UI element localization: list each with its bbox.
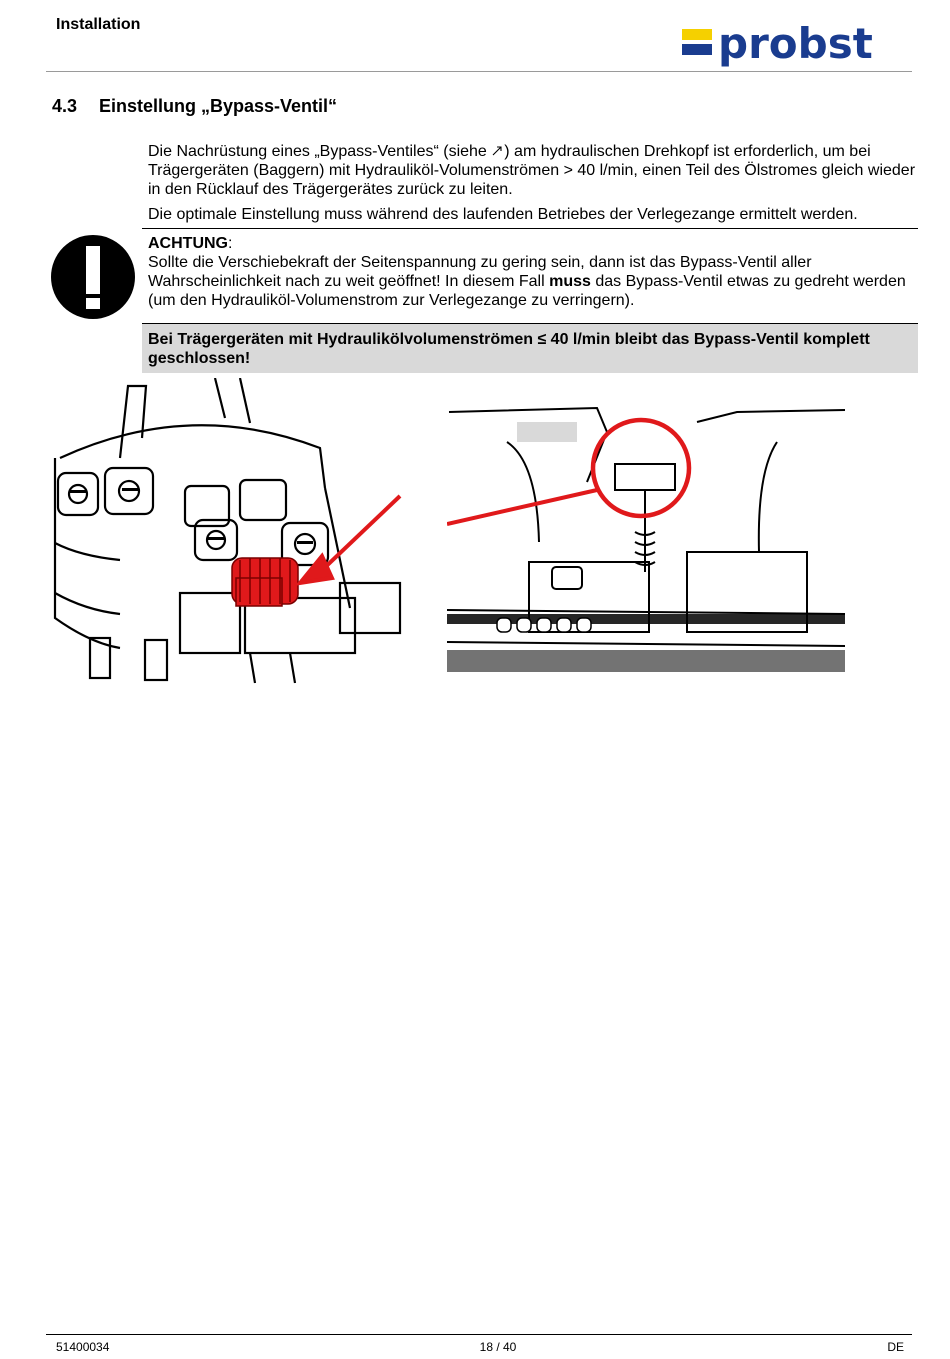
probst-logo: probst: [682, 20, 873, 68]
note-top-rule: [142, 323, 918, 324]
intro-text-b: ) am hydraulischen Drehkopf ist erforder…: [148, 143, 916, 198]
footer-page-number: 18 / 40: [479, 1340, 517, 1354]
intro-text-a: Die Nachrüstung eines „Bypass-Ventiles“ …: [148, 143, 492, 160]
note-box: Bei Trägergeräten mit Hydraulikölvolumen…: [142, 324, 918, 373]
exclamation-warning-icon: [51, 235, 135, 319]
footer-doc-number: 51400034: [56, 1340, 110, 1354]
rotator-bypass-valve-figure: [53, 378, 402, 684]
warning-block: ACHTUNG: Sollte die Verschiebekraft der …: [148, 234, 918, 310]
warning-text: Sollte die Verschiebekraft der Seitenspa…: [148, 253, 918, 310]
svg-text:probst: probst: [718, 20, 873, 68]
header-title: Installation: [56, 16, 141, 33]
laying-tongs-overview-figure: [447, 406, 845, 672]
section-number: 4.3: [52, 96, 78, 116]
warning-title: ACHTUNG: [148, 235, 228, 252]
intro-paragraph: Die Nachrüstung eines „Bypass-Ventiles“ …: [148, 142, 918, 199]
footer-divider: [46, 1334, 912, 1335]
warning-emphasis: muss: [549, 273, 591, 290]
warning-top-rule: [142, 228, 918, 229]
warning-colon: :: [228, 235, 233, 252]
header-divider: [46, 71, 912, 72]
external-link-icon[interactable]: [491, 144, 504, 157]
warning-text-a: Sollte die Verschiebekraft der Seitenspa…: [148, 254, 812, 290]
setting-paragraph: Die optimale Einstellung muss während de…: [148, 206, 858, 223]
section-title: Einstellung „Bypass-Ventil“: [99, 96, 338, 116]
warning-text-b: das Bypass-Ventil etwas zu gedreht werde…: [148, 273, 906, 309]
footer-language: DE: [887, 1340, 904, 1354]
